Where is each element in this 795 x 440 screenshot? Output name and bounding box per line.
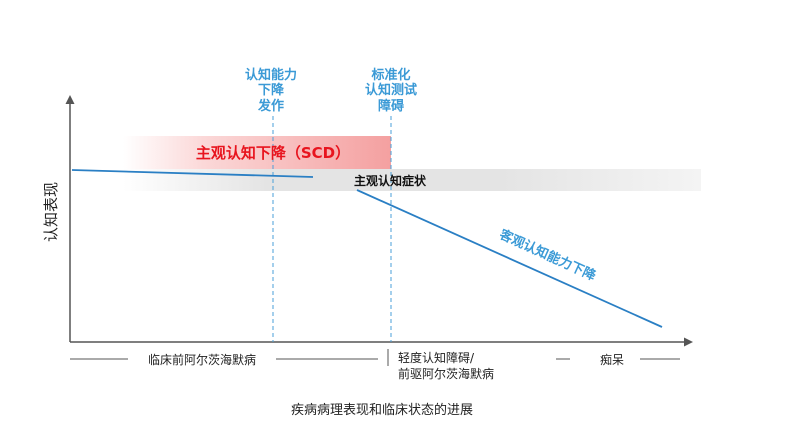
stage-preclinical: 临床前阿尔茨海默病	[148, 352, 256, 367]
subjective-symptom-label: 主观认知症状	[354, 173, 427, 188]
scd-label: 主观认知下降（SCD）	[196, 144, 350, 162]
onset-label-1: 认知能力	[245, 67, 297, 83]
scd-band	[123, 136, 391, 169]
onset-label-3: 发作	[257, 98, 284, 114]
cognitive-curve-decline	[356, 189, 663, 328]
test-label-3: 障碍	[378, 98, 404, 114]
cognitive-curve-stable	[71, 169, 314, 178]
test-label-2: 认知测试	[365, 82, 417, 98]
test-label-1: 标准化	[370, 67, 410, 83]
diagram-caption: 疾病病理表现和临床状态的进展	[291, 402, 473, 418]
onset-label-2: 下降	[258, 82, 285, 98]
stage-mci-line1: 轻度认知障碍/	[398, 350, 475, 365]
stage-mci-line2: 前驱阿尔茨海默病	[398, 366, 494, 381]
x-axis-arrow-icon	[684, 337, 693, 347]
y-axis-arrow-icon	[65, 95, 75, 104]
y-axis-label: 认知表现	[42, 182, 60, 242]
stage-dementia: 痴呆	[600, 352, 624, 367]
subjective-symptom-band	[123, 169, 701, 191]
